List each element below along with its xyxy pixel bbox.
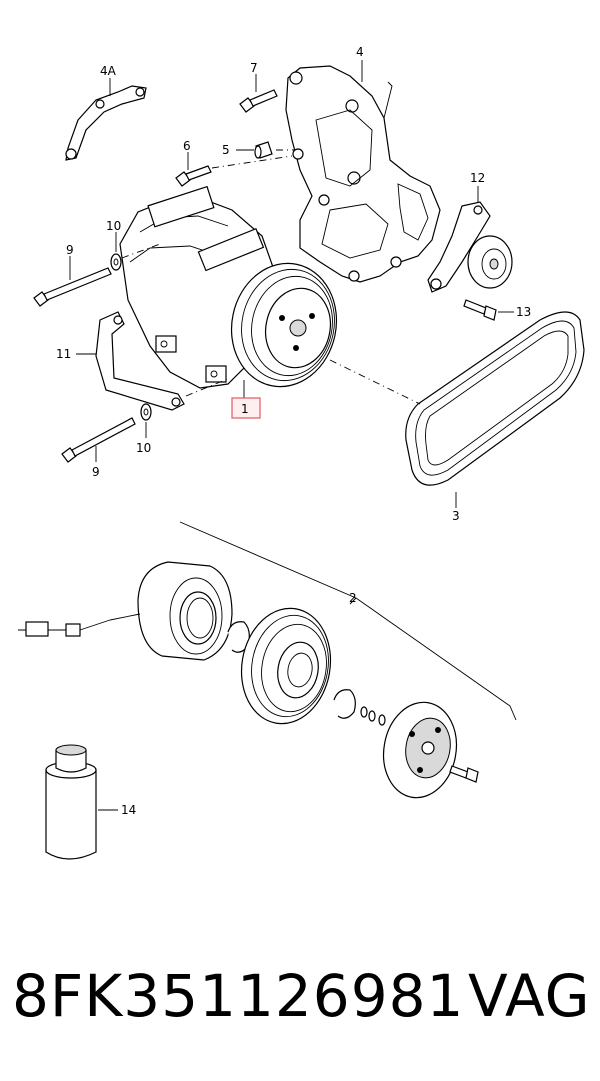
brand-name: VAG — [468, 962, 591, 1030]
bolt-9-bottom — [61, 417, 136, 463]
callout-4a: 4A — [100, 64, 117, 78]
magnetic-clutch-kit-2 — [18, 521, 517, 799]
poly-v-belt-3 — [329, 311, 585, 508]
callout-4: 4 — [356, 45, 364, 59]
sleeve-5 — [236, 141, 294, 159]
callout-9-top: 9 — [66, 243, 74, 257]
callout-1-highlight — [231, 397, 261, 419]
washer-10-top — [110, 232, 161, 271]
compressor-oil-can-14 — [45, 744, 118, 860]
callout-10-bottom: 10 — [136, 441, 151, 455]
callout-13: 13 — [516, 305, 531, 319]
washer-10-bottom — [140, 403, 152, 438]
bolt-9-top — [33, 256, 112, 307]
callout-11: 11 — [56, 347, 71, 361]
callout-1: 1 — [241, 402, 249, 416]
bracket-11 — [76, 311, 231, 411]
callout-10-top: 10 — [106, 219, 121, 233]
bracket-4a — [65, 78, 147, 161]
callout-14: 14 — [121, 803, 136, 817]
callout-7: 7 — [250, 61, 258, 75]
callout-3: 3 — [452, 509, 460, 523]
callout-2: 2 — [349, 591, 357, 605]
callout-5: 5 — [222, 143, 230, 157]
bolt-6 — [175, 152, 293, 187]
ac-compressor-1 — [119, 185, 338, 398]
callout-12: 12 — [470, 171, 485, 185]
exploded-parts-diagram: 4A 4 7 5 6 — [18, 45, 585, 860]
bolt-7 — [239, 74, 278, 113]
belt-tensioner-12 — [427, 186, 513, 293]
bolt-13 — [463, 299, 514, 321]
mounting-bracket-4 — [285, 60, 441, 283]
callout-9-bottom: 9 — [92, 465, 100, 479]
callout-6: 6 — [183, 139, 191, 153]
part-number: 8FK351126981 — [12, 962, 465, 1030]
